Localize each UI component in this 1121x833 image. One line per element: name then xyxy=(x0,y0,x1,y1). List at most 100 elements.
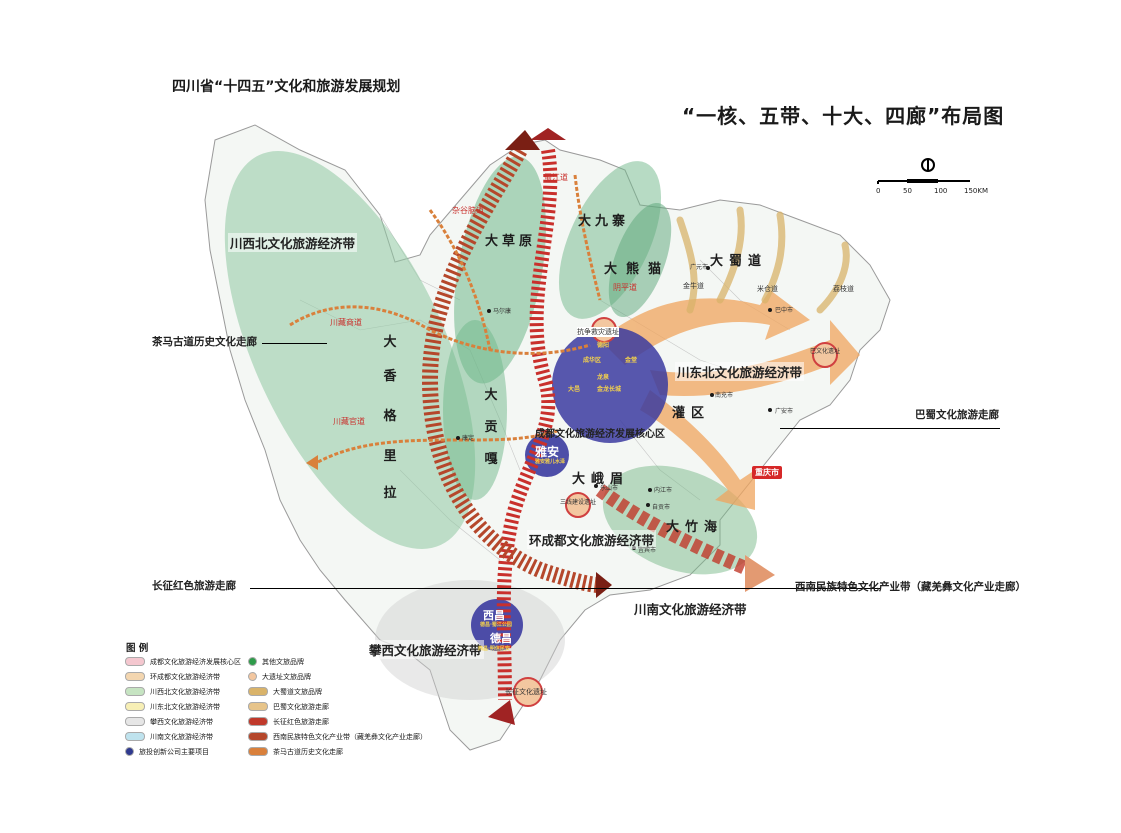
legend-item-other-brand: 其他文旅品牌 xyxy=(248,655,304,668)
legend-swatch xyxy=(248,657,257,666)
northeast-belt-label: 川东北文化旅游经济带 xyxy=(675,362,805,381)
legend-item-core: 成都文化旅游经济发展核心区 xyxy=(125,655,241,668)
legend-item-projects: 旅投创新公司主要项目 xyxy=(125,745,209,758)
site-ba-culture: 巴文化遗址 xyxy=(810,348,841,355)
legend-swatch xyxy=(125,747,134,756)
route-chuanzang-shang: 川藏商道 xyxy=(330,318,362,327)
gongga-area xyxy=(443,320,507,500)
legend-swatch xyxy=(125,672,145,681)
legend-item-northwest: 川西北文化旅游经济带 xyxy=(125,685,220,698)
scale-tick-150: 150KM xyxy=(964,187,988,195)
route-chuanzang-guan: 川藏官道 xyxy=(333,417,365,426)
ring-chengdu-belt-label: 环成都文化旅游经济带 xyxy=(527,530,657,549)
tea-horse-label: 茶马古道历史文化走廊 xyxy=(152,336,257,348)
sub-title: “一核、五带、十大、四廊”布局图 xyxy=(682,104,1005,128)
tea-horse-leader xyxy=(262,343,327,344)
shangri-la-char-5: 拉 xyxy=(383,486,397,501)
gongga-char-2: 贡 xyxy=(484,420,498,435)
legend-swatch xyxy=(125,732,145,741)
shangri-la-char-1: 大 xyxy=(383,335,397,350)
northwest-belt-label: 川西北文化旅游经济带 xyxy=(228,233,358,252)
chengdu-core-circle xyxy=(552,327,668,443)
bamboo-sea-label: 大竹海 xyxy=(666,520,724,535)
long-march-label: 长征红色旅游走廊 xyxy=(152,580,236,592)
southwest-ethnic-label: 西南民族特色文化产业带（藏羌彝文化产业走廊） xyxy=(795,581,1026,593)
tea-horse-arrow-west xyxy=(306,455,318,470)
route-lizhi: 荔枝道 xyxy=(833,285,854,293)
legend-item-shu-road-brand: 大蜀道文旅品牌 xyxy=(248,685,322,698)
city-kangding: 康定 xyxy=(462,435,475,442)
legend-swatch xyxy=(125,687,145,696)
legend-swatch xyxy=(248,702,268,711)
legend-item-ba-shu: 巴蜀文化旅游走廊 xyxy=(248,700,329,713)
xichang-note-2: 西昌·明信民安 xyxy=(478,646,510,652)
legend-item-tea-horse: 茶马古道历史文化走廊 xyxy=(248,745,343,758)
legend-swatch xyxy=(248,732,268,741)
route-shu-jiang: 蜀江道 xyxy=(544,173,568,182)
legend-item-southwest-ethnic: 西南民族特色文化产业带（藏羌彝文化产业走廊） xyxy=(248,730,427,743)
legend-swatch xyxy=(248,717,268,726)
shangri-la-char-4: 里 xyxy=(383,449,397,464)
irrigation-label: 灌区 xyxy=(672,406,711,421)
legend-item-south: 川南文化旅游经济带 xyxy=(125,730,213,743)
long-march-arrow-tail xyxy=(488,700,515,725)
shu-road-label: 大蜀道 xyxy=(710,254,768,269)
site-sanxian: 三线建设遗址 xyxy=(560,499,597,506)
south-arrow-head xyxy=(745,555,775,592)
long-march-arrow-head xyxy=(530,128,566,140)
legend-swatch xyxy=(248,687,268,696)
legend-swatch xyxy=(248,747,268,756)
xichang-note-1: 德昌·蜀江公园 xyxy=(480,622,512,628)
core-note-4: 龙泉 xyxy=(597,374,610,381)
gongga-char-3: 嘎 xyxy=(484,452,498,467)
southwest-ethnic-corridor xyxy=(421,146,601,593)
legend-swatch xyxy=(248,672,257,681)
south-belt-label: 川南文化旅游经济带 xyxy=(632,599,749,618)
route-micang: 米仓道 xyxy=(757,285,778,293)
tea-horse-routes xyxy=(289,174,602,464)
panda-label: 大熊猫 xyxy=(604,262,671,277)
city-chongqing: 重庆市 xyxy=(752,466,782,479)
city-zigong: 自贡市 xyxy=(652,504,671,511)
southwest-ethnic-arrow-top xyxy=(505,130,540,150)
scale-bar-block xyxy=(907,179,938,183)
city-yibin: 宜宾市 xyxy=(638,547,657,554)
site-war-relief: 抗争救灾遗址 xyxy=(577,327,619,337)
main-title: 四川省“十四五”文化和旅游发展规划 xyxy=(172,79,401,95)
southwest-ethnic-arrow-head xyxy=(596,572,612,598)
jiuzhai-label: 大九寨 xyxy=(578,214,630,229)
route-jinniu: 金牛道 xyxy=(683,282,704,290)
legend-item-ring: 环成都文化旅游经济带 xyxy=(125,670,220,683)
long-march-corridor xyxy=(496,148,558,701)
legend-item-panxi: 攀西文化旅游经济带 xyxy=(125,715,213,728)
city-nanchong: 南充市 xyxy=(715,392,734,399)
legend-left-column: 成都文化旅游经济发展核心区 环成都文化旅游经济带 川西北文化旅游经济带 川东北文… xyxy=(125,655,255,765)
core-note-6: 金龙长城 xyxy=(597,386,622,393)
city-guangyuan: 广元市 xyxy=(690,264,709,271)
city-leshan: 乐山市 xyxy=(600,485,619,492)
route-yinping: 阴平道 xyxy=(613,283,637,292)
shangri-la-char-2: 香 xyxy=(383,369,397,384)
shu-road-arrows xyxy=(676,206,850,314)
legend-item-site-brand: 大遗址文旅品牌 xyxy=(248,670,311,683)
city-xichang: 西昌 xyxy=(483,609,505,622)
legend-swatch xyxy=(125,717,145,726)
core-note-3: 金堂 xyxy=(625,357,638,364)
route-zagu: 杂谷脑道 xyxy=(452,206,484,215)
city-maerkang: 马尔康 xyxy=(493,308,512,315)
city-yaan: 雅安 xyxy=(535,445,560,459)
legend-title: 图 例 xyxy=(126,643,149,654)
ba-shu-leader xyxy=(780,428,1000,429)
legend-swatch xyxy=(125,657,145,666)
scale-tick-100: 100 xyxy=(934,187,948,195)
gongga-char-1: 大 xyxy=(484,388,498,403)
scale-tick-0: 0 xyxy=(876,187,881,195)
shangri-la-char-3: 格 xyxy=(383,409,397,424)
site-long-march: 长征文化遗址 xyxy=(505,688,547,696)
legend-item-long-march: 长征红色旅游走廊 xyxy=(248,715,329,728)
yaan-note: 雅安雅儿水泽 xyxy=(535,459,566,465)
city-neijiang: 内江市 xyxy=(654,487,673,494)
core-zone-label: 成都文化旅游经济发展核心区 xyxy=(535,429,665,440)
scale-tick-50: 50 xyxy=(903,187,912,195)
city-guangan: 广安市 xyxy=(775,408,794,415)
